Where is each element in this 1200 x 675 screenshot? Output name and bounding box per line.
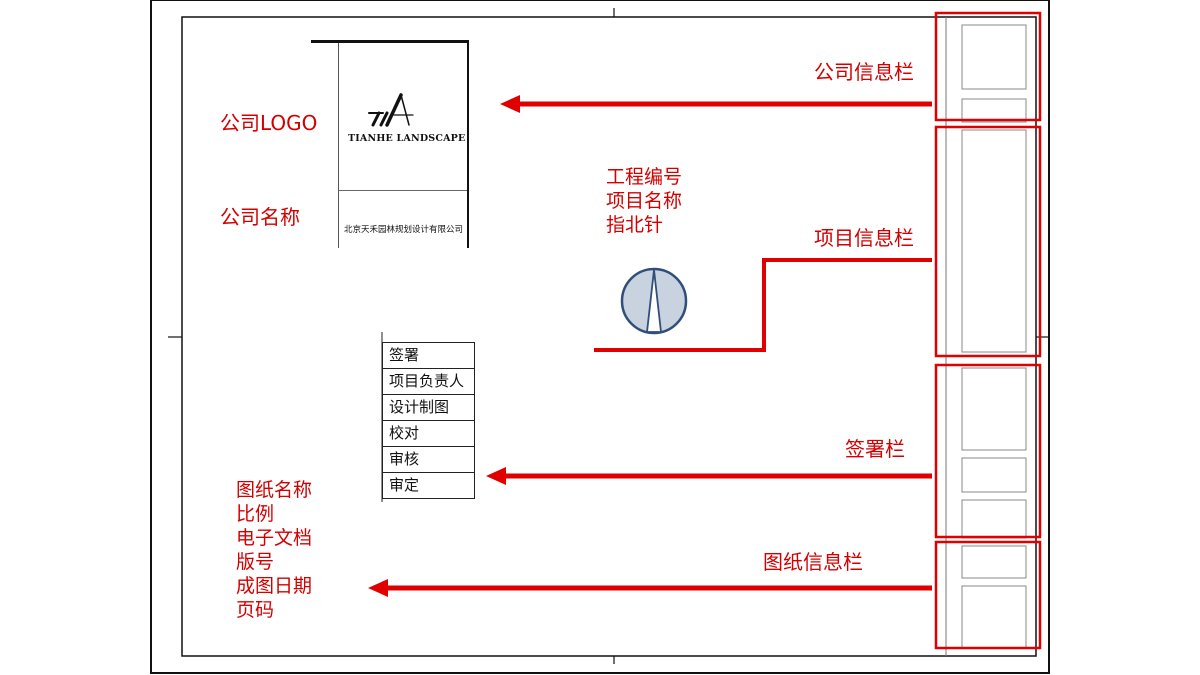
project-item: 项目名称 bbox=[606, 190, 683, 212]
company-logo-icon bbox=[368, 93, 414, 127]
cell-project bbox=[961, 129, 1027, 353]
drawing-item: 成图日期 bbox=[236, 575, 313, 597]
drawing-item: 页码 bbox=[236, 599, 275, 621]
project-item: 工程编号 bbox=[606, 166, 683, 188]
cell-company-2 bbox=[961, 98, 1027, 123]
cell-drawing-2 bbox=[961, 585, 1027, 649]
logo-company-name: 北京天禾园林规划设计有限公司 bbox=[344, 225, 464, 235]
drawing-item: 版号 bbox=[236, 551, 275, 573]
drawing-item: 图纸名称 bbox=[236, 479, 313, 501]
highlight-signature bbox=[934, 363, 1042, 539]
highlight-company-info bbox=[934, 11, 1042, 122]
label-company-logo: 公司LOGO bbox=[220, 111, 318, 135]
drawing-item: 电子文档 bbox=[236, 527, 313, 549]
arrow-drawing-head bbox=[368, 579, 388, 597]
logo-divider bbox=[339, 190, 467, 191]
compass-icon bbox=[620, 267, 688, 335]
label-company-name: 公司名称 bbox=[220, 205, 300, 229]
outer-border bbox=[150, 0, 1050, 674]
cell-drawing-1 bbox=[961, 545, 1027, 579]
logo-block: TIANHE LANDSCAPE 北京天禾园林规划设计有限公司 bbox=[311, 40, 469, 248]
arrow-signature-head bbox=[486, 467, 506, 485]
highlight-project-info bbox=[934, 125, 1042, 358]
table-row: 审定 bbox=[382, 472, 475, 499]
cell-sign-3 bbox=[961, 499, 1027, 539]
connector-project bbox=[594, 258, 932, 352]
arrow-company-head bbox=[500, 95, 520, 113]
cell-sign-2 bbox=[961, 457, 1027, 493]
project-item: 指北针 bbox=[606, 214, 664, 236]
label-signature: 签署栏 bbox=[845, 437, 905, 461]
table-row: 设计制图 bbox=[382, 394, 475, 421]
cell-company-1 bbox=[961, 24, 1027, 90]
table-row: 签署 bbox=[382, 342, 475, 369]
drawing-item: 比例 bbox=[236, 503, 275, 525]
cell-sign-1 bbox=[961, 367, 1027, 451]
label-project-info: 项目信息栏 bbox=[814, 226, 914, 250]
highlight-drawing-info bbox=[934, 540, 1042, 650]
table-row: 校对 bbox=[382, 420, 475, 447]
table-row: 审核 bbox=[382, 446, 475, 473]
signature-table: 签署 项目负责人 设计制图 校对 审核 审定 bbox=[382, 342, 475, 499]
table-row: 项目负责人 bbox=[382, 368, 475, 395]
logo-brand-text: TIANHE LANDSCAPE bbox=[348, 133, 466, 144]
project-info-list: 工程编号 项目名称 指北针 bbox=[606, 165, 682, 237]
label-company-info: 公司信息栏 bbox=[814, 60, 914, 84]
label-drawing-info: 图纸信息栏 bbox=[763, 550, 863, 574]
drawing-info-list: 图纸名称 比例 电子文档 版号 成图日期 页码 bbox=[236, 478, 312, 622]
logo-top-extension bbox=[311, 40, 339, 43]
